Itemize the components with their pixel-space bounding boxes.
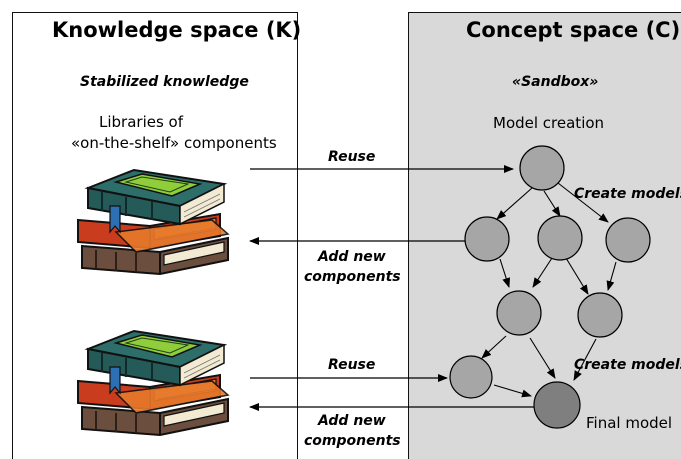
graph-node (496, 290, 542, 336)
graph-nodes (449, 145, 651, 429)
graph-node (464, 216, 510, 262)
add-new-label-1-line2: components (304, 269, 401, 285)
graph-node (577, 292, 623, 338)
books-icon (77, 169, 229, 275)
reuse-label-2: Reuse (328, 357, 376, 373)
model-creation-label: Model creation (493, 114, 605, 132)
create-models-label-1: Create models (574, 186, 681, 202)
add-new-label-1-line1: Add new (318, 249, 386, 265)
graph-node (537, 215, 583, 261)
libraries-label-line2: «on-the-shelf» components (71, 134, 277, 152)
graph-node (605, 217, 651, 263)
graph-node (449, 355, 493, 399)
knowledge-space-title: Knowledge space (K) (52, 18, 302, 42)
concept-space-subtitle: «Sandbox» (512, 74, 599, 90)
books-icon (77, 330, 229, 436)
libraries-label-line1: Libraries of (99, 113, 184, 131)
knowledge-space-subtitle: Stabilized knowledge (80, 74, 249, 90)
concept-space-title: Concept space (C) (466, 18, 681, 42)
final-model-node (533, 381, 581, 429)
add-new-label-2-line2: components (304, 433, 401, 449)
final-model-label: Final model (586, 414, 673, 432)
graph-edges (481, 182, 617, 398)
reuse-label-1: Reuse (328, 149, 376, 165)
add-new-label-2-line1: Add new (318, 413, 386, 429)
create-models-label-2: Create models (574, 357, 681, 373)
flow-arrows (249, 165, 534, 411)
graph-node (519, 145, 565, 191)
